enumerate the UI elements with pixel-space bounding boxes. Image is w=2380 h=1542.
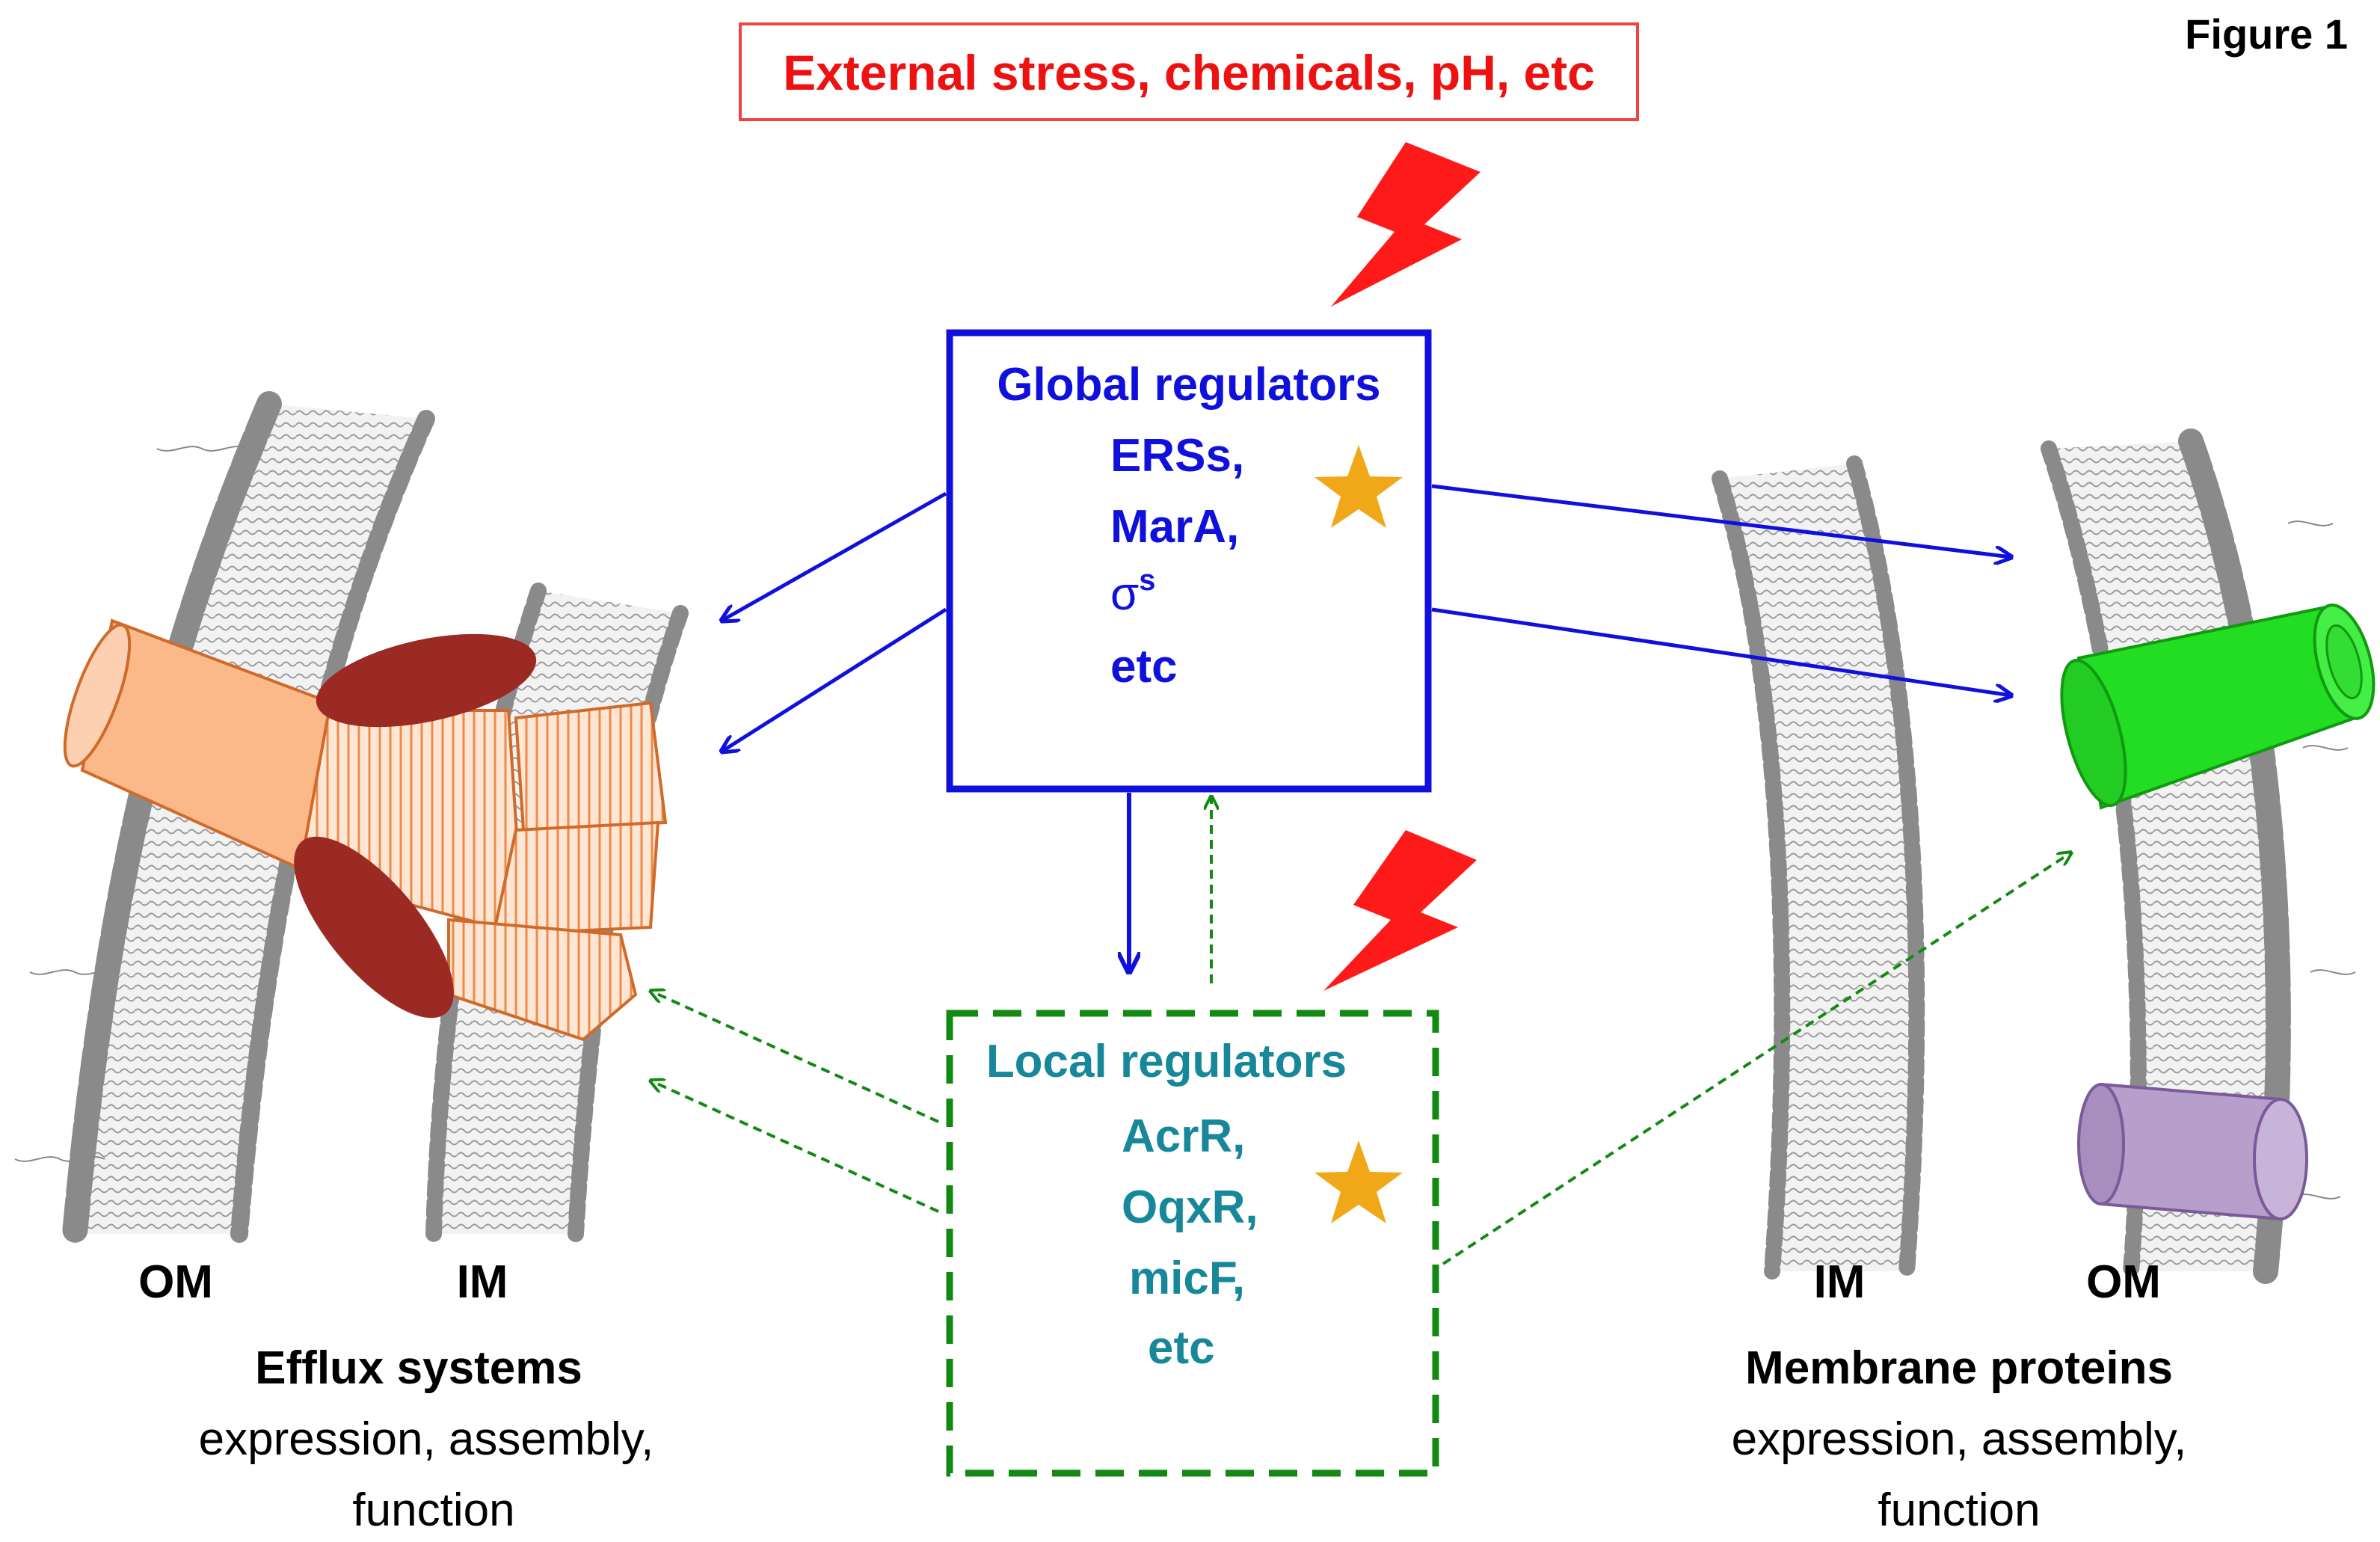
global-item-ersss: ERSs, <box>1110 430 1244 482</box>
sigma-superscript: s <box>1139 564 1155 597</box>
efflux-subtitle-line1: expression, assembly, <box>199 1413 654 1465</box>
local-to-membrane-arrow <box>1442 853 2071 1265</box>
local-item-acrr: AcrR, <box>1122 1111 1245 1162</box>
green-porin <box>2060 603 2376 810</box>
right-om-label: OM <box>2086 1256 2161 1308</box>
left-om-label: OM <box>138 1256 213 1308</box>
local-item-etc: etc <box>1148 1322 1215 1374</box>
efflux-pump <box>63 618 668 1042</box>
stress-box: External stress, chemicals, pH, etc <box>739 22 1639 121</box>
purple-porin <box>2077 1082 2308 1221</box>
local-to-efflux-arrows <box>651 991 939 1213</box>
star-icon <box>1314 445 1403 528</box>
left-im-label: IM <box>457 1256 508 1308</box>
global-regulators-box: Global regulators ERSs, MarA, σs etc <box>946 329 1432 793</box>
global-item-etc: etc <box>1110 641 1178 692</box>
efflux-systems-title: Efflux systems <box>255 1342 582 1394</box>
global-item-mara: MarA, <box>1110 501 1239 553</box>
global-to-efflux-arrows <box>722 491 947 752</box>
membrane-subtitle-line2: function <box>1878 1484 2040 1536</box>
figure-label: Figure 1 <box>2185 10 2348 58</box>
lightning-bolt-icon <box>1331 142 1480 307</box>
local-item-micf: micF, <box>1129 1253 1245 1304</box>
right-im-label: IM <box>1814 1256 1866 1308</box>
global-to-membrane-arrows <box>1431 484 2011 695</box>
stress-text: External stress, chemicals, pH, etc <box>783 45 1595 100</box>
membrane-proteins-title: Membrane proteins <box>1745 1342 2173 1394</box>
local-regulators-box: Local regulators AcrR, OqxR, micF, etc <box>946 1010 1439 1477</box>
global-item-sigma: σs <box>1110 564 1156 620</box>
star-icon-local <box>1314 1140 1403 1223</box>
local-item-oqxr: OqxR, <box>1122 1182 1258 1233</box>
lightning-bolt-icon-lower <box>1323 830 1477 991</box>
global-regulators-title: Global regulators <box>997 359 1380 411</box>
membrane-subtitle-line1: expression, assembly, <box>1732 1413 2187 1465</box>
efflux-subtitle-line2: function <box>352 1484 514 1536</box>
right-inner-membrane <box>1712 455 1925 1280</box>
local-regulators-title: Local regulators <box>986 1036 1347 1087</box>
